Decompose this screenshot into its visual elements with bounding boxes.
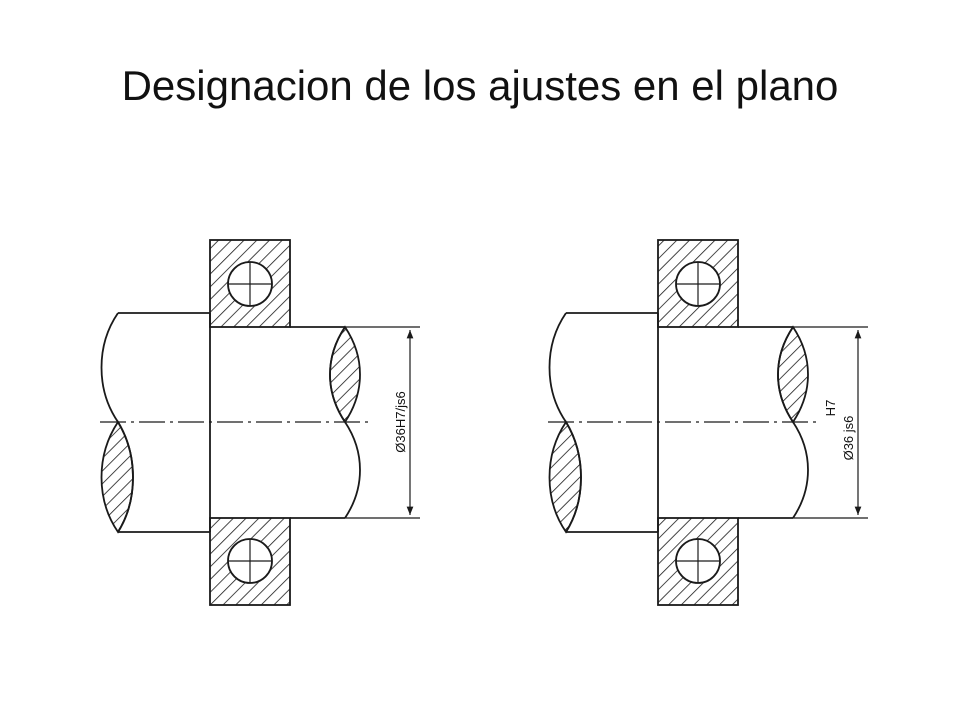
fit-label-combined: Ø36H7/js6 <box>393 391 408 452</box>
bearing-bottom <box>657 517 739 606</box>
bearing-top <box>657 239 739 328</box>
left-assembly-drawing: Ø36H7/js6 <box>100 239 420 606</box>
bearing-bottom <box>209 517 291 606</box>
slide-title: Designacion de los ajustes en el plano <box>121 62 839 109</box>
fit-label-hole: H7 <box>823 400 838 417</box>
right-assembly-drawing: H7 Ø36 js6 <box>548 239 868 606</box>
shaft <box>548 312 809 534</box>
fit-label-shaft: Ø36 js6 <box>841 416 856 461</box>
bearing-top <box>209 239 291 328</box>
dimension-diameter <box>345 326 420 519</box>
dimension-diameter <box>793 326 868 519</box>
